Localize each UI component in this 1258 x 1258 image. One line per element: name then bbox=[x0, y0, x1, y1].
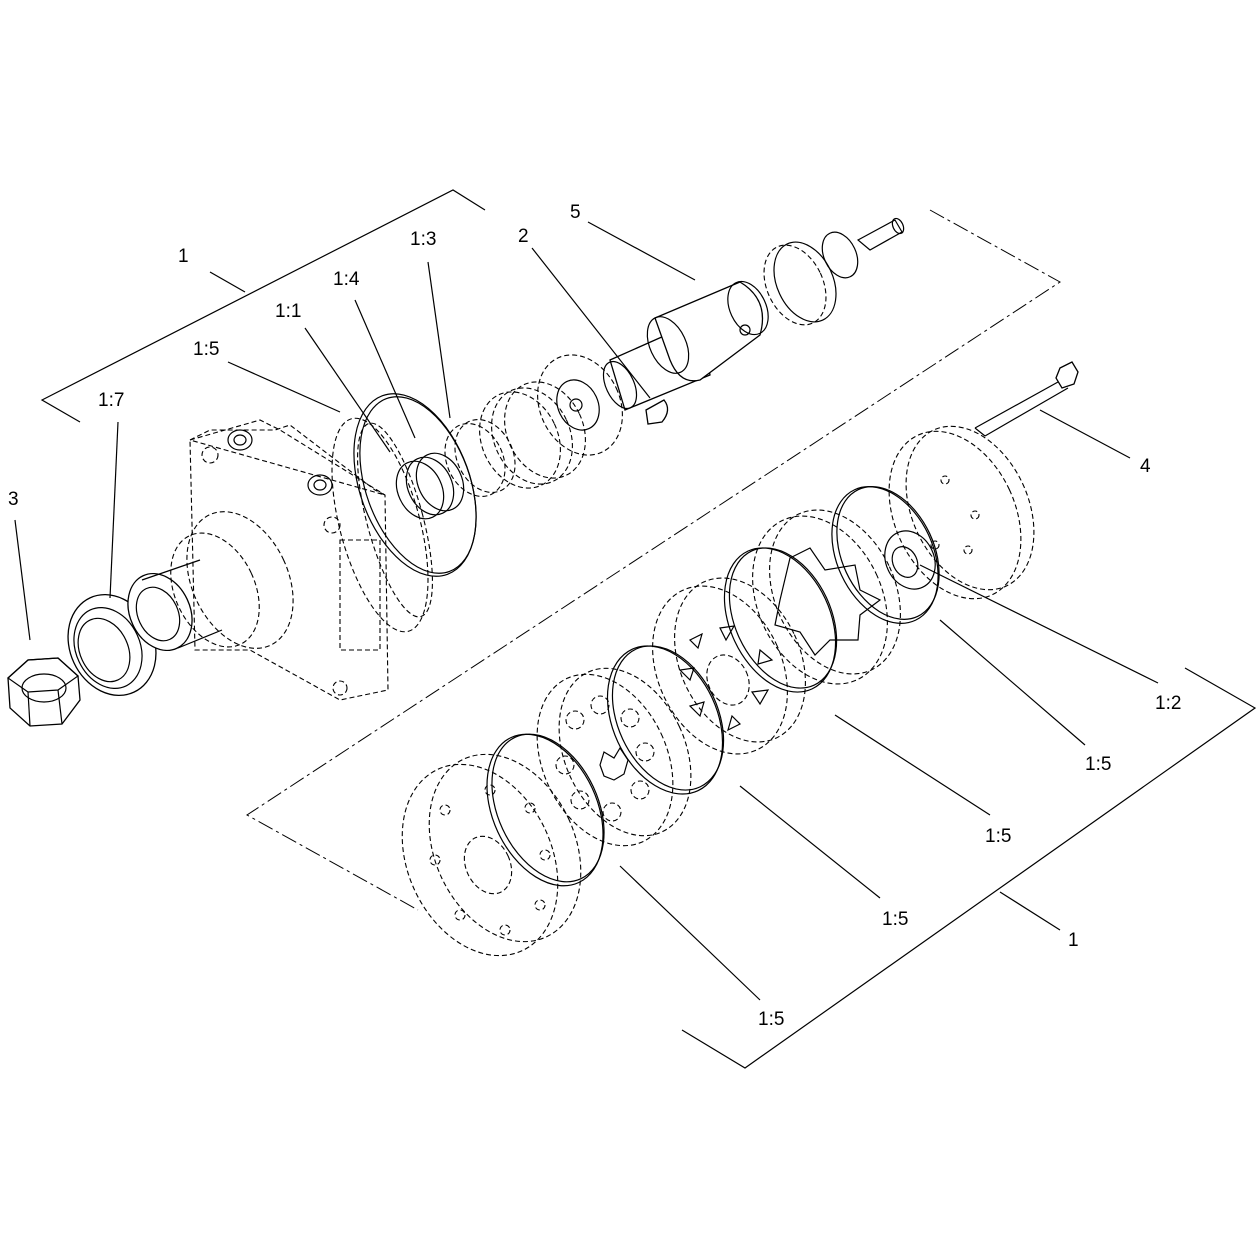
end-cover bbox=[888, 425, 1035, 600]
callout-5: 5 bbox=[570, 202, 581, 223]
callout-1-5-e: 1:5 bbox=[758, 1009, 784, 1030]
seal-set bbox=[395, 452, 465, 520]
balance-plate bbox=[884, 530, 936, 590]
drive-gear bbox=[763, 217, 905, 326]
thrust-bearing bbox=[479, 381, 586, 489]
gerotor-set bbox=[536, 667, 692, 847]
callout-1-1: 1:1 bbox=[275, 301, 301, 322]
callout-3: 3 bbox=[8, 489, 19, 510]
callout-1-5-c: 1:5 bbox=[985, 826, 1011, 847]
woodruff-key bbox=[645, 399, 669, 425]
gear-washer bbox=[537, 354, 623, 456]
assembly-bracket-lower bbox=[681, 667, 1257, 1069]
valve-plate bbox=[652, 577, 806, 755]
callout-1-3: 1:3 bbox=[410, 229, 436, 250]
output-shaft bbox=[602, 280, 769, 411]
callout-1-5-d: 1:5 bbox=[882, 909, 908, 930]
assembly-bracket-upper bbox=[40, 189, 486, 423]
o-ring-front bbox=[486, 733, 605, 887]
hex-nut bbox=[7, 657, 81, 727]
bolt bbox=[974, 361, 1079, 437]
rotor-star bbox=[752, 509, 901, 685]
callout-1-5-b: 1:5 bbox=[1085, 754, 1111, 775]
motor-housing bbox=[127, 417, 433, 701]
callout-2: 2 bbox=[518, 226, 529, 247]
callout-1-lower: 1 bbox=[1068, 930, 1079, 951]
o-ring-mid-1 bbox=[723, 547, 838, 693]
front-cover bbox=[401, 753, 582, 957]
o-ring-end bbox=[831, 486, 940, 624]
callout-4: 4 bbox=[1140, 456, 1151, 477]
callout-labels: 1 1:3 2 5 1:4 1:1 1:5 1:7 3 4 1:2 1:5 1:… bbox=[8, 202, 1181, 1030]
callout-1-4: 1:4 bbox=[333, 269, 360, 290]
callout-1-2: 1:2 bbox=[1155, 693, 1181, 714]
callout-1-7: 1:7 bbox=[98, 390, 124, 411]
callout-1-upper: 1 bbox=[178, 246, 189, 267]
callout-1-5-upper: 1:5 bbox=[193, 339, 219, 360]
leader-lines bbox=[14, 221, 1159, 1001]
o-ring-mid-2 bbox=[606, 645, 725, 795]
phantom-boundary bbox=[246, 209, 1061, 911]
backup-ring bbox=[444, 419, 516, 497]
o-ring-housing bbox=[353, 393, 477, 577]
